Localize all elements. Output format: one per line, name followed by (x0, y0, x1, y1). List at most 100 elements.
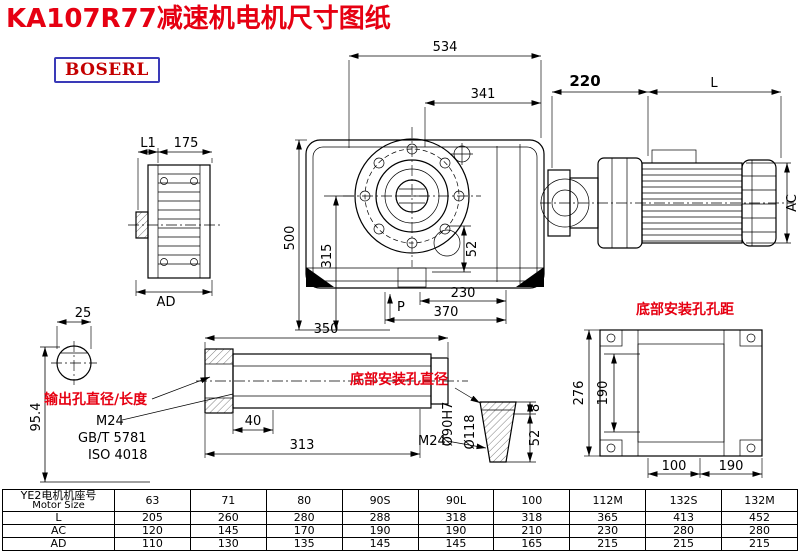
boserl-logo-text: BOSERL (65, 60, 149, 80)
dim-100: 100 (662, 459, 687, 474)
table-col-header: 132M (721, 489, 798, 512)
dim-315: 315 (320, 244, 335, 269)
table-header-en: Motor Size (32, 500, 85, 511)
table-cell: 280 (645, 524, 722, 538)
left-foot-section-mark (306, 267, 334, 287)
main-front-view (305, 127, 545, 289)
table-cell: 365 (569, 511, 647, 525)
motor-side-view (540, 149, 794, 249)
boserl-logo: BOSERL (54, 57, 160, 83)
dim-370: 370 (434, 305, 459, 320)
dim-230: 230 (451, 286, 476, 301)
table-cell: 190 (341, 524, 419, 538)
dim-341: 341 (471, 87, 496, 102)
output-hole-note: 输出孔直径/长度 (44, 391, 148, 408)
table-col-header: 71 (189, 489, 267, 512)
table-cell: 145 (189, 524, 267, 538)
table-header-row: YE2电机机座号 Motor Size 63 71 80 90S 90L 100… (2, 489, 798, 512)
bottom-hole-dia-note: 底部安装孔直径 (350, 371, 448, 388)
table-row-AC: AC 120 145 170 190 190 210 230 280 280 (2, 524, 798, 538)
dim-175: 175 (174, 136, 199, 151)
table-cell: 165 (493, 537, 571, 551)
table-col-header: 132S (645, 489, 722, 512)
shaft-end-dimensions: 25 95.4 (29, 306, 150, 483)
output-side-view (128, 164, 222, 279)
table-col-header: 90S (341, 489, 419, 512)
table-cell: 288 (341, 511, 419, 525)
table-cell: 135 (265, 537, 343, 551)
dim-190-horizontal: 190 (719, 459, 744, 474)
table-cell: 230 (569, 524, 647, 538)
table-cell: 190 (417, 524, 495, 538)
dim-95-4: 95.4 (29, 403, 44, 432)
motor-dimensions: 220 L AC (551, 72, 800, 244)
table-cell: 215 (569, 537, 647, 551)
table-cell: 210 (493, 524, 571, 538)
table-cell: 318 (493, 511, 571, 525)
fan-cover-grille (742, 175, 776, 233)
dim-L: L (710, 76, 718, 91)
table-col-header: 80 (265, 489, 343, 512)
dim-L1: L1 (140, 136, 156, 151)
table-cell: 215 (645, 537, 722, 551)
cone-thread-label: M24 (418, 434, 446, 449)
table-row-L: L 205 260 280 288 318 318 365 413 452 (2, 511, 798, 525)
table-cell: 280 (721, 524, 798, 538)
table-cell: 215 (721, 537, 798, 551)
dim-d90h7: Ø90H7 (441, 402, 456, 447)
table-row-label: AD (2, 537, 115, 551)
technical-drawing: 534 341 500 315 52 P 230 370 (29, 40, 800, 483)
motor-size-table: YE2电机机座号 Motor Size 63 71 80 90S 90L 100… (2, 489, 798, 551)
table-cell: 205 (114, 511, 191, 525)
table-row-label: L (2, 511, 115, 525)
main-dimensions: 534 341 500 315 52 P 230 370 (283, 40, 542, 331)
dim-190-vertical: 190 (596, 381, 611, 406)
thread-spec-label: M24 (96, 414, 124, 429)
dim-500: 500 (283, 226, 298, 251)
bottom-mount-dimensions: 276 190 100 190 (572, 329, 763, 478)
table-row-label: AC (2, 524, 115, 538)
table-cell: 145 (417, 537, 495, 551)
bottom-hole-detail: 底部安装孔直径 M24 8 52 (350, 371, 543, 463)
dim-220: 220 (569, 72, 600, 90)
output-side-dimensions: L1 175 AD (135, 136, 213, 310)
output-shaft-view (196, 348, 468, 414)
dim-40: 40 (245, 414, 262, 429)
table-row-AD: AD 110 130 135 145 145 165 215 215 215 (2, 537, 798, 551)
bottom-mount-view: 底部安装孔孔距 (599, 301, 763, 457)
p-label: P (397, 300, 405, 315)
dim-276: 276 (572, 381, 587, 406)
dim-AD: AD (157, 295, 176, 310)
dim-8: 8 (528, 404, 543, 412)
dim-534: 534 (433, 40, 458, 55)
dim-d118: Ø118 (463, 414, 478, 449)
table-col-header: 112M (569, 489, 647, 512)
dim-AC: AC (785, 194, 800, 212)
dim-25: 25 (75, 306, 92, 321)
table-header-motor-size: YE2电机机座号 Motor Size (2, 489, 115, 512)
right-foot-section-mark (516, 267, 544, 287)
standard-iso-label: ISO 4018 (88, 448, 148, 463)
table-cell: 318 (417, 511, 495, 525)
dim-350: 350 (314, 322, 339, 337)
dim-313: 313 (290, 438, 315, 453)
output-annotations: 输出孔直径/长度 M24 GB/T 5781 ISO 4018 (44, 376, 234, 463)
table-cell: 280 (265, 511, 343, 525)
table-col-header: 100 (493, 489, 571, 512)
output-shaft-dimensions: 350 40 313 Ø90H7 Ø118 (204, 322, 478, 458)
page-title: KA107R77减速机电机尺寸图纸 (6, 4, 391, 34)
table-cell: 170 (265, 524, 343, 538)
table-cell: 260 (189, 511, 267, 525)
cooling-fins (642, 168, 742, 242)
bottom-hole-pitch-note: 底部安装孔孔距 (636, 301, 734, 318)
dim-52-cone: 52 (528, 430, 543, 447)
table-cell: 452 (721, 511, 798, 525)
standard-gb-label: GB/T 5781 (78, 431, 147, 446)
table-header-cn: YE2电机机座号 (20, 489, 97, 502)
table-cell: 120 (114, 524, 191, 538)
table-cell: 145 (341, 537, 419, 551)
table-cell: 110 (114, 537, 191, 551)
table-col-header: 63 (114, 489, 191, 512)
table-col-header: 90L (417, 489, 495, 512)
table-cell: 413 (645, 511, 722, 525)
